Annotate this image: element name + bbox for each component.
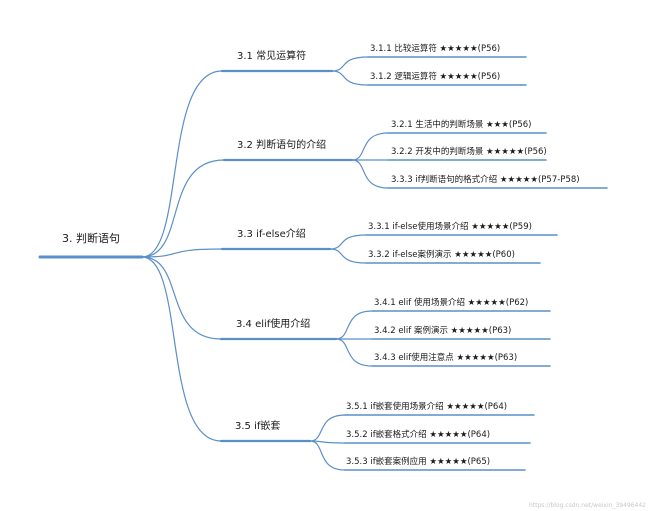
branch-to-leaf-connector [351,159,389,189]
mindmap-nodes: 3. 判断语句 3.1 常见运算符 3.1.1 比较运算符 ★★★★★(P56) 3.… [62,43,580,467]
branch-to-leaf-connector [335,310,373,340]
branch-to-leaf-connector [331,70,369,86]
leaf-node-label: 3.5.3 if嵌套案例应用 ★★★★★(P65) [346,456,490,467]
leaf-node-label: 3.4.3 elif使用注意点 ★★★★★(P63) [374,352,517,363]
branch-node-label: 3.1 常见运算符 [237,49,306,62]
branch-to-leaf-connector [309,414,346,442]
watermark: https://blog.csdn.net/weixin_39496442 [529,502,646,509]
leaf-node-label: 3.4.1 elif 使用场景介绍 ★★★★★(P62) [374,297,528,308]
branch-node-label: 3.4 elif使用介绍 [236,317,310,330]
leaf-node-label: 3.3.2 if-else案例演示 ★★★★★(P60) [368,249,515,260]
leaf-node-label: 3.5.1 if嵌套使用场景介绍 ★★★★★(P64) [346,401,507,412]
mindmap-edges [38,56,608,471]
leaf-node-label: 3.3.1 if-else使用场景介绍 ★★★★★(P59) [368,221,532,232]
leaf-node-label: 3.4.2 elif 案例演示 ★★★★★(P63) [374,325,511,336]
leaf-node-label: 3.1.2 逻辑运算符 ★★★★★(P56) [370,71,500,82]
branch-node-label: 3.2 判断语句的介绍 [237,138,326,151]
root-to-branch-connector [141,159,225,258]
branch-to-leaf-connector [329,234,367,250]
branch-node-label: 3.3 if-else介绍 [237,227,306,240]
branch-to-leaf-connector [335,338,373,367]
branch-to-leaf-connector [331,56,369,72]
root-to-branch-connector [141,70,223,258]
leaf-node-label: 3.2.1 生活中的判断场景 ★★★(P56) [391,119,531,130]
root-to-branch-connector [141,256,222,340]
leaf-node-label: 3.1.1 比较运算符 ★★★★★(P56) [370,43,500,54]
branch-node-label: 3.5 if嵌套 [235,419,280,432]
root-to-branch-connector [141,256,222,442]
root-node-label: 3. 判断语句 [62,231,120,245]
leaf-node-label: 3.2.2 开发中的判断场景 ★★★★★(P56) [391,146,547,157]
leaf-node-label: 3.3.3 if判断语句的格式介绍 ★★★★★(P57-P58) [391,174,580,185]
branch-to-leaf-connector [351,132,389,161]
branch-to-leaf-connector [329,248,367,264]
root-to-branch-connector [141,248,223,258]
branch-to-leaf-connector [309,440,346,471]
leaf-node-label: 3.5.2 if嵌套格式介绍 ★★★★★(P64) [346,429,490,440]
